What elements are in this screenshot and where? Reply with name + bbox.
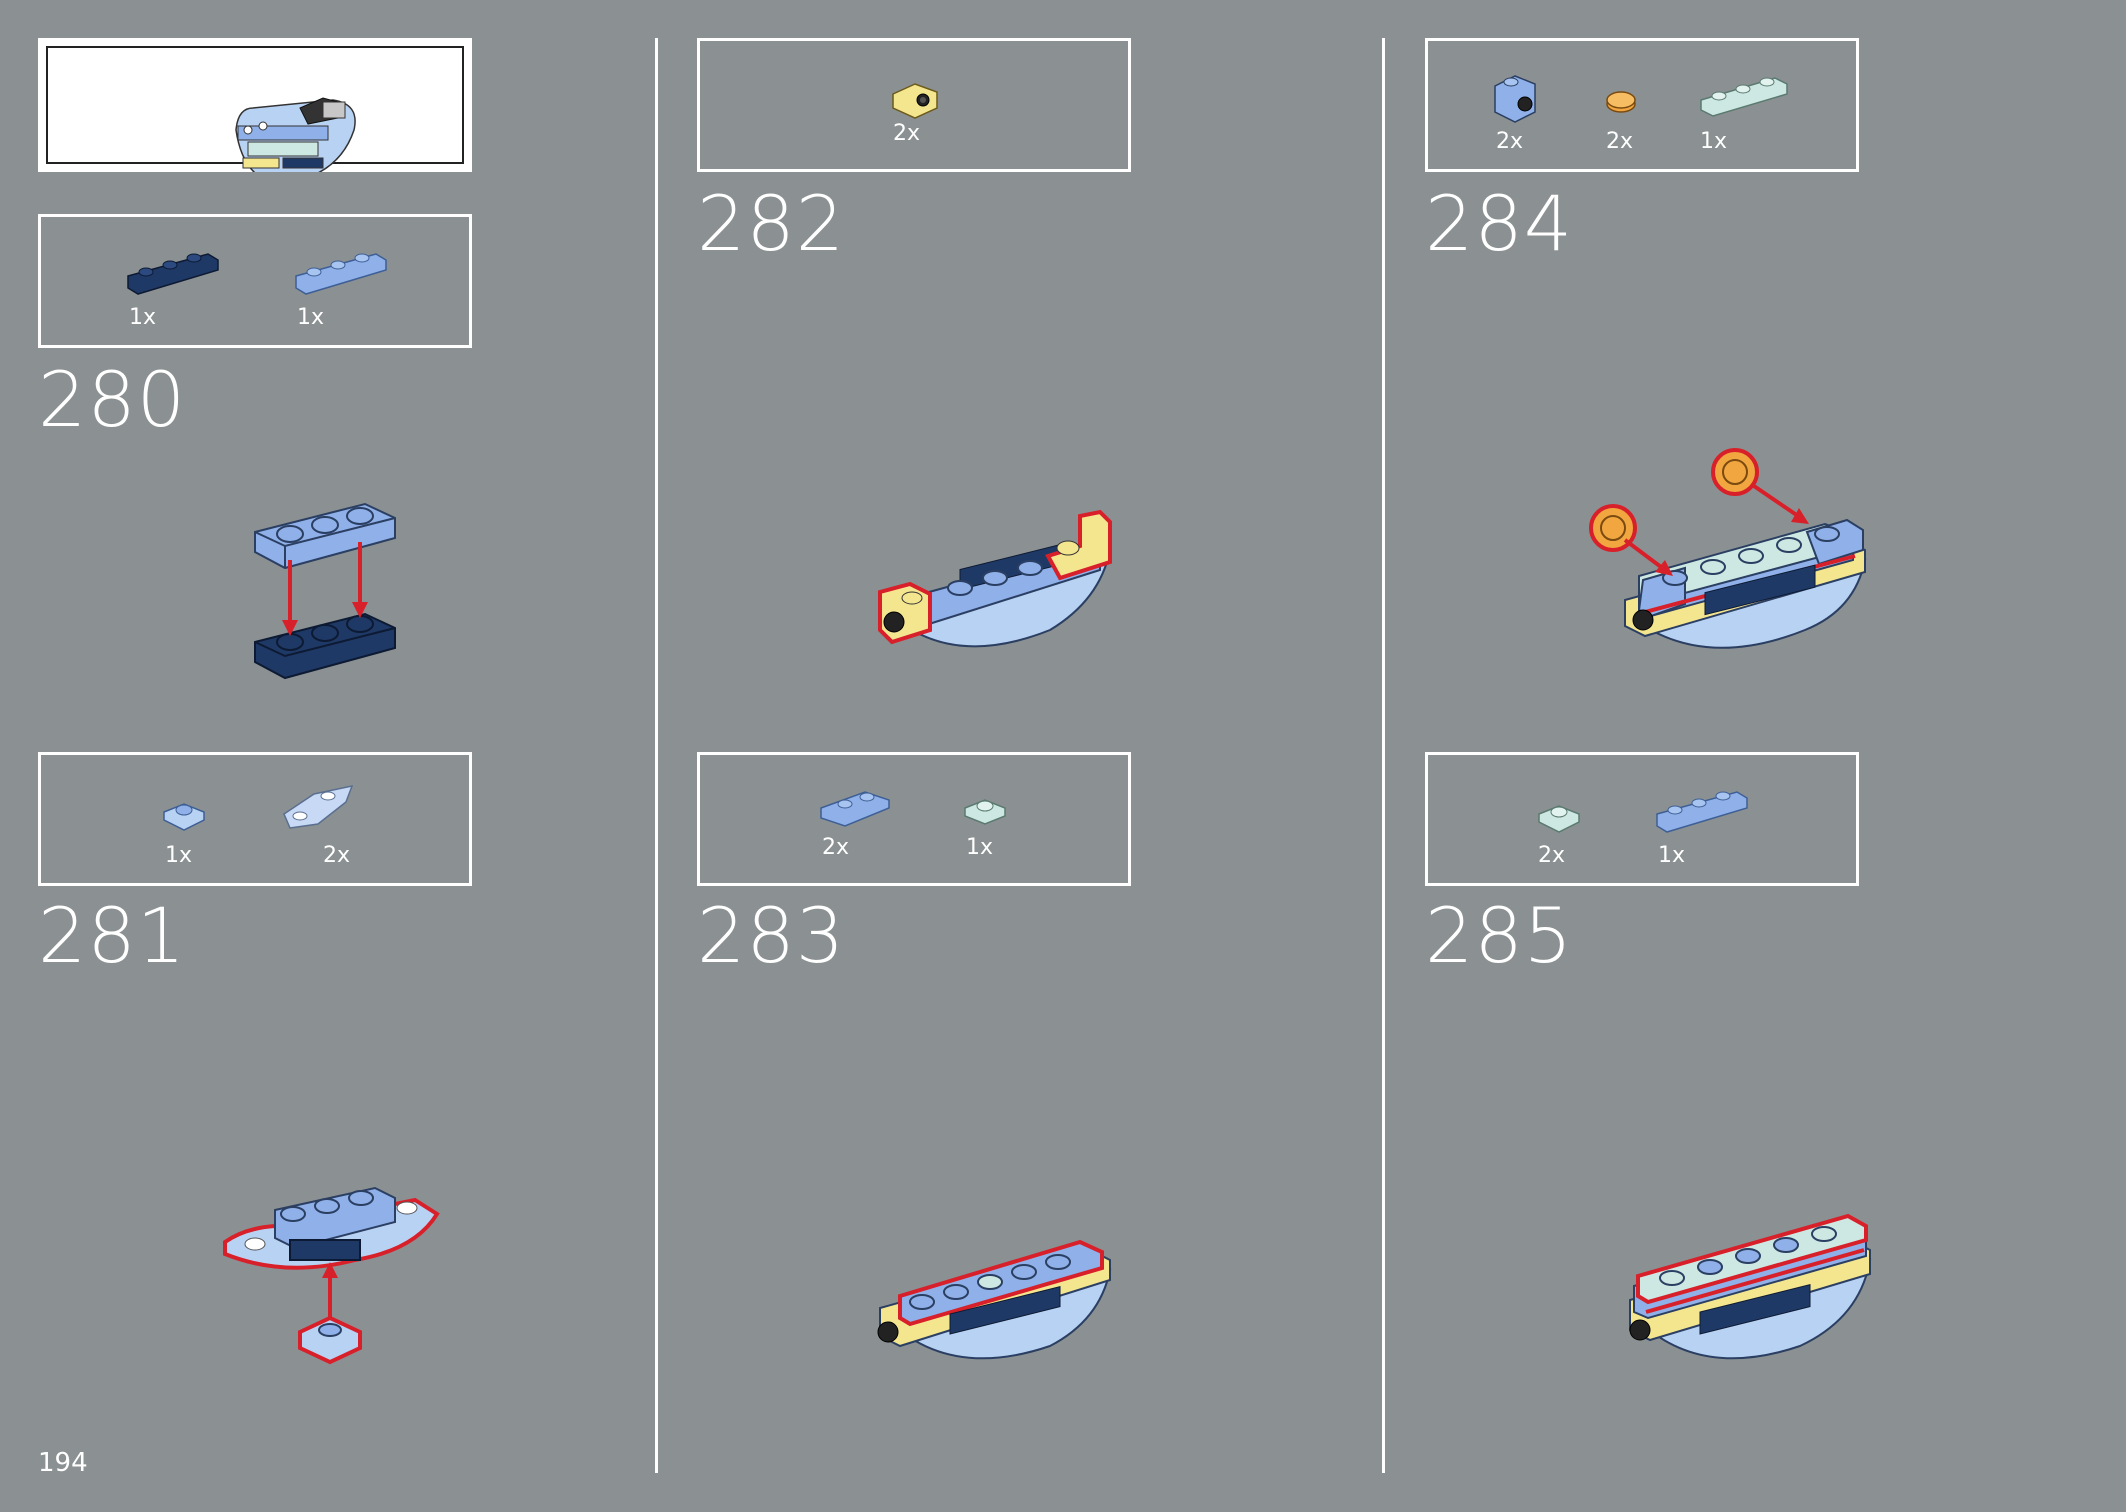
part-qty: 1x	[297, 305, 325, 330]
step-number: 282	[697, 179, 846, 268]
orange-round-tile-icon	[1606, 91, 1636, 113]
part-qty: 2x	[1496, 129, 1524, 154]
part-qty: 1x	[1658, 843, 1686, 868]
blue-bracket-stud-icon	[1494, 75, 1536, 123]
light-blue-wedge-plate-icon	[283, 784, 354, 829]
step-283-illustration	[877, 1239, 1112, 1360]
part-qty: 2x	[1606, 129, 1634, 154]
step-280-parts-callout: 1x 1x	[38, 214, 472, 348]
step-281-illustration	[223, 1186, 440, 1365]
column-divider-left	[655, 38, 658, 1473]
step-282-illustration	[878, 509, 1112, 648]
step-284-illustration	[1589, 448, 1867, 649]
step-282-parts-callout: 2x	[697, 38, 1131, 172]
part-qty: 2x	[323, 843, 351, 868]
page-number: 194	[38, 1448, 88, 1478]
part-qty: 1x	[966, 835, 994, 860]
part-qty: 1x	[1700, 129, 1728, 154]
part-qty: 1x	[165, 843, 193, 868]
part-qty: 2x	[1538, 843, 1566, 868]
step-280-illustration	[254, 502, 396, 680]
step-283-parts-callout: 2x 1x	[697, 752, 1131, 886]
step-number: 281	[38, 891, 187, 980]
aqua-plate-1x1-icon	[964, 799, 1006, 825]
part-qty: 2x	[822, 835, 850, 860]
part-qty: 1x	[129, 305, 157, 330]
step-281-parts-callout: 1x 2x	[38, 752, 472, 886]
step-number: 285	[1425, 891, 1574, 980]
medium-blue-plate-1x3-icon	[295, 253, 387, 295]
step-number: 280	[38, 355, 187, 444]
step-number: 283	[697, 891, 846, 980]
medium-blue-plate-1x1-icon	[163, 803, 205, 831]
part-qty: 2x	[893, 121, 921, 146]
yellow-bracket-stud-icon	[892, 83, 938, 119]
submodel-thumbnail-box	[38, 38, 472, 172]
dark-blue-plate-1x3-icon	[127, 253, 219, 295]
step-285-parts-callout: 2x 1x	[1425, 752, 1859, 886]
step-285-illustration	[1629, 1213, 1872, 1360]
submodel-thumbnail-icon	[235, 97, 356, 172]
medium-blue-plate-1x2-icon	[820, 791, 890, 827]
column-divider-right	[1382, 38, 1385, 1473]
aqua-plate-1x1-icon	[1538, 805, 1580, 833]
aqua-plate-1x3-icon	[1700, 77, 1788, 117]
medium-blue-plate-1x3-icon	[1656, 791, 1748, 833]
step-284-parts-callout: 2x 2x 1x	[1425, 38, 1859, 172]
step-number: 284	[1425, 179, 1574, 268]
